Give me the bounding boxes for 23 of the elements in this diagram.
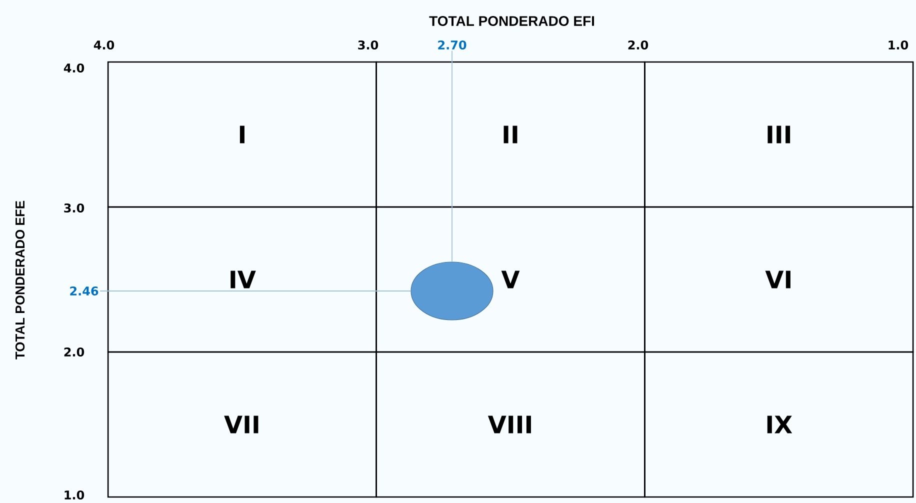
axis-tick: 1.0 [64, 490, 84, 500]
value-label: 2.46 [70, 286, 98, 296]
axis-title: TOTAL PONDERADO EFI [429, 16, 594, 26]
matrix-cell: II [376, 61, 646, 208]
axis-tick: 4.0 [64, 63, 84, 73]
data-point-ellipse [410, 262, 494, 320]
axis-tick: 3.0 [64, 203, 84, 213]
axis-tick: 2.0 [628, 40, 648, 50]
matrix-cell: VII [107, 351, 377, 498]
matrix-cell: VIII [376, 351, 646, 498]
axis-title: TOTAL PONDERADO EFE [15, 200, 25, 360]
axis-tick: 2.0 [64, 347, 84, 357]
matrix-cell: III [644, 61, 914, 208]
matrix-cell: VI [644, 206, 914, 353]
axis-tick: 1.0 [888, 40, 908, 50]
value-label: 2.70 [438, 40, 466, 50]
matrix-cell: IX [644, 351, 914, 498]
axis-tick: 3.0 [358, 40, 378, 50]
matrix-cell: IV [107, 206, 377, 353]
matrix-cell: I [107, 61, 377, 208]
axis-tick: 4.0 [94, 40, 114, 50]
leader-line [100, 290, 412, 292]
matrix-cell: V [376, 206, 646, 353]
